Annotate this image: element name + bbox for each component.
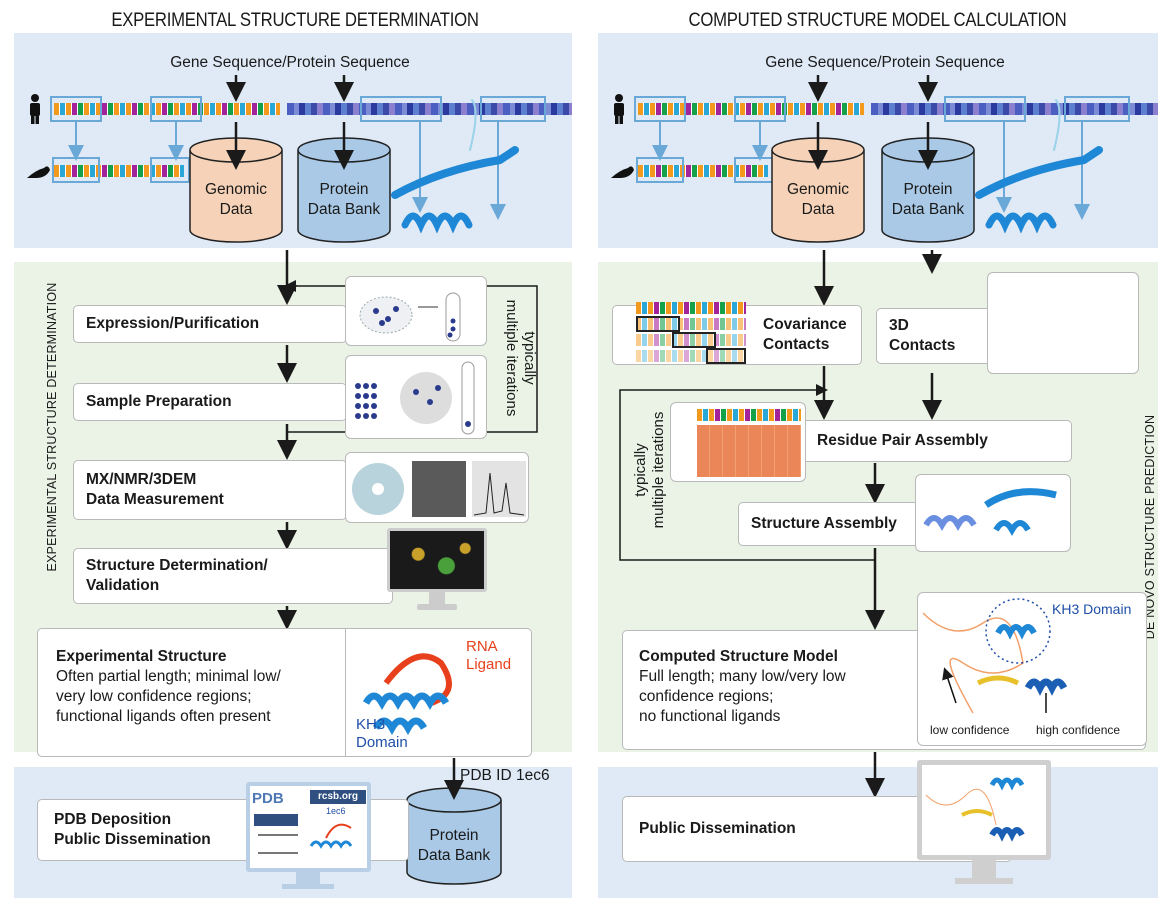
sequence-highlight <box>50 96 102 122</box>
sequence-highlight <box>634 96 686 122</box>
right-title: COMPUTED STRUCTURE MODEL CALCULATION <box>688 10 1067 31</box>
step-label: MX/NMR/3DEM <box>86 471 197 488</box>
result-title: Computed Structure Model <box>639 648 838 665</box>
3d-contacts-box[interactable]: 3D Contacts <box>876 308 1006 364</box>
human-dna-sequence <box>638 103 864 115</box>
result-description: no functional ligands <box>639 708 781 725</box>
bird-icon <box>27 166 50 178</box>
sequence-highlight <box>360 96 442 122</box>
deposition-label: PDB Deposition <box>54 811 172 828</box>
sequence-highlight <box>944 96 1026 122</box>
sequence-highlight <box>480 96 546 122</box>
left-sequence-label: Gene Sequence/Protein Sequence <box>170 54 410 71</box>
protein-structure-icon <box>391 99 1103 234</box>
sequence-highlight <box>734 96 786 122</box>
result-description: functional ligands often present <box>56 708 271 725</box>
sequence-highlight <box>150 96 202 122</box>
result-description: very low confidence regions; <box>56 688 252 705</box>
kh3-domain-label: KH3 Domain <box>1052 601 1132 617</box>
dissemination-label: Public Dissemination <box>54 831 211 848</box>
right-sequence-label: Gene Sequence/Protein Sequence <box>765 54 1005 71</box>
dissemination-label: Public Dissemination <box>639 820 796 837</box>
step-sample-preparation[interactable]: Sample Preparation <box>73 383 347 421</box>
result-description: Often partial length; minimal low/ <box>56 668 281 685</box>
contacts-label: Contacts <box>889 337 956 354</box>
sample-preparation-image <box>345 355 487 439</box>
protein-sequence <box>287 103 572 115</box>
step-label: Validation <box>86 577 160 594</box>
protein-data-bank-cylinder <box>406 787 502 885</box>
human-icon <box>614 94 624 124</box>
toolbar-icons <box>254 814 298 826</box>
low-confidence-label: low confidence <box>930 723 1010 737</box>
protein-sequence <box>871 103 1158 115</box>
left-side-label: EXPERIMENTAL STRUCTURE DETERMINATION <box>45 282 59 572</box>
covariance-label: Contacts <box>763 336 830 353</box>
step-label: Data Measurement <box>86 491 224 508</box>
sequence-alignment-image <box>618 296 748 368</box>
residue-pair-label: Residue Pair Assembly <box>817 432 988 449</box>
result-description: Full length; many low/very low <box>639 668 846 685</box>
rcsb-url[interactable]: rcsb.org <box>310 790 366 804</box>
structure-assembly-image <box>915 474 1071 552</box>
iteration-loop <box>619 384 875 561</box>
step-data-measurement[interactable]: MX/NMR/3DEM Data Measurement <box>73 460 347 520</box>
step-expression-purification[interactable]: Expression/Purification <box>73 305 347 343</box>
left-sequence-band <box>14 33 572 248</box>
right-sequence-band <box>598 33 1158 248</box>
pdb-website-monitor: PDB rcsb.org 1ec6 <box>246 782 371 892</box>
computed-model-image: KH3 Domain low confidence high confidenc… <box>917 592 1147 746</box>
step-label: Structure Determination/ <box>86 557 268 574</box>
contacts-label: 3D <box>889 317 909 334</box>
bird-icon <box>611 166 634 178</box>
3d-contacts-image <box>987 272 1139 374</box>
expression-image <box>345 276 487 346</box>
result-title: Experimental Structure <box>56 648 227 665</box>
covariance-label: Covariance <box>763 316 847 333</box>
high-confidence-label: high confidence <box>1036 723 1121 737</box>
structure-assembly-label: Structure Assembly <box>751 515 897 532</box>
data-measurement-image <box>345 452 529 523</box>
result-description: confidence regions; <box>639 688 774 705</box>
step-structure-determination[interactable]: Structure Determination/Validation <box>73 548 393 604</box>
pdb-id-label: PDB ID 1ec6 <box>460 767 550 784</box>
human-dna-sequence <box>54 103 280 115</box>
entry-id: 1ec6 <box>326 806 346 816</box>
computed-model-monitor <box>917 760 1051 892</box>
human-icon <box>30 94 40 124</box>
monitor-electron-density-image <box>387 528 487 614</box>
left-title: EXPERIMENTAL STRUCTURE DETERMINATION <box>111 10 479 31</box>
pdb-logo: PDB <box>252 790 284 807</box>
sequence-highlight <box>1064 96 1130 122</box>
step-label: Sample Preparation <box>86 393 232 410</box>
contact-map-image <box>670 402 806 482</box>
step-label: Expression/Purification <box>86 315 260 332</box>
